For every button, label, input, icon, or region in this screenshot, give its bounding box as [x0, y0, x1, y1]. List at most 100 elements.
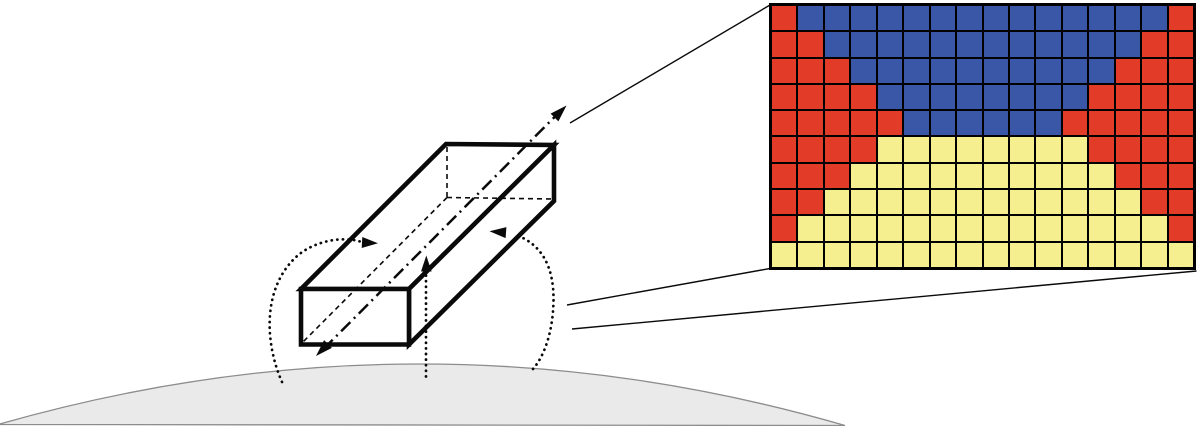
grid-cell — [1062, 111, 1088, 136]
grid-cell — [877, 84, 903, 110]
grid-cell — [1115, 32, 1141, 57]
grid-cell — [1168, 216, 1193, 241]
grid-cell — [1036, 111, 1061, 136]
grid-cell — [1036, 137, 1061, 162]
grid-cell — [798, 242, 823, 267]
left-arc-arrowhead-icon — [361, 237, 378, 248]
grid-cell — [904, 216, 929, 241]
left-rotation-arc — [268, 237, 378, 384]
grid-cell — [1168, 163, 1193, 189]
grid-cell — [904, 137, 929, 162]
grid-cell — [1142, 242, 1167, 267]
grid-cell — [851, 32, 876, 57]
grid-cell — [1089, 6, 1114, 31]
grid-cell — [1009, 163, 1035, 189]
grid-cell — [1115, 111, 1141, 136]
grid-cell — [904, 6, 929, 31]
grid-cell — [824, 32, 850, 57]
grid-cell — [1009, 58, 1035, 83]
grid-cell — [983, 163, 1008, 189]
earth-surface — [0, 363, 846, 426]
grid-cell — [1036, 84, 1061, 110]
grid-cell — [930, 6, 956, 31]
grid-cell — [1142, 137, 1167, 162]
grid-cell — [957, 6, 982, 31]
grid-cell — [772, 190, 797, 215]
grid-cell — [930, 137, 956, 162]
grid-cell — [1062, 190, 1088, 215]
grid-cell — [824, 242, 850, 267]
grid-cell — [1062, 137, 1088, 162]
grid-cell — [983, 84, 1008, 110]
grid-cell — [1062, 58, 1088, 83]
grid-cell — [1115, 216, 1141, 241]
grid-cell — [930, 163, 956, 189]
box-front-face — [298, 286, 412, 347]
grid-cell — [1062, 242, 1088, 267]
grid-cell — [1009, 6, 1035, 31]
grid-cell — [930, 32, 956, 57]
grid-cell — [877, 137, 903, 162]
grid-cell — [824, 190, 850, 215]
long-axis-arrow — [316, 105, 567, 356]
grid-cell — [904, 242, 929, 267]
grid-cell — [877, 111, 903, 136]
grid-cell — [957, 137, 982, 162]
grid-cell — [772, 216, 797, 241]
grid-cell — [1115, 163, 1141, 189]
grid-cell — [798, 58, 823, 83]
grid-cell — [957, 163, 982, 189]
callout-line-bottom-right — [571, 270, 1197, 330]
grid-cell — [798, 6, 823, 31]
grid-cell — [930, 84, 956, 110]
grid-cell — [957, 84, 982, 110]
grid-cell — [1115, 190, 1141, 215]
sensor-bar-box — [295, 139, 560, 351]
grid-cell — [798, 84, 823, 110]
grid-cell — [983, 32, 1008, 57]
grid-cell — [1009, 111, 1035, 136]
grid-cell — [957, 111, 982, 136]
grid-cell — [983, 111, 1008, 136]
axis-arrowhead-up-icon — [550, 105, 567, 122]
grid-cell — [851, 137, 876, 162]
box-hidden-long-edge — [300, 196, 448, 345]
grid-cell — [798, 32, 823, 57]
grid-cell — [1168, 6, 1193, 31]
grid-cell — [1115, 6, 1141, 31]
grid-cell — [1142, 163, 1167, 189]
grid-cell — [1168, 84, 1193, 110]
grid-cell — [983, 6, 1008, 31]
grid-cell — [904, 32, 929, 57]
grid-cell — [1115, 242, 1141, 267]
grid-cell — [798, 137, 823, 162]
grid-cell — [1089, 111, 1114, 136]
grid-cell — [930, 58, 956, 83]
grid-cell — [772, 6, 797, 31]
grid-cell — [824, 84, 850, 110]
callout-line-top — [569, 4, 771, 124]
grid-cell — [957, 32, 982, 57]
grid-cell — [1062, 6, 1088, 31]
grid-cell — [904, 190, 929, 215]
grid-cell — [824, 163, 850, 189]
grid-cell — [877, 58, 903, 83]
grid-cell — [772, 163, 797, 189]
grid-cell — [798, 190, 823, 215]
grid-cell — [957, 190, 982, 215]
grid-cell — [1009, 84, 1035, 110]
grid-cell — [851, 58, 876, 83]
grid-cell — [824, 111, 850, 136]
grid-cell — [851, 216, 876, 241]
grid-cell — [1036, 58, 1061, 83]
grid-cell — [851, 242, 876, 267]
long-axis-line — [322, 110, 561, 350]
grid-cell — [1009, 190, 1035, 215]
grid-cell — [851, 111, 876, 136]
grid-cell — [851, 6, 876, 31]
grid-cell — [1168, 58, 1193, 83]
grid-cell — [1089, 84, 1114, 110]
grid-cell — [983, 242, 1008, 267]
